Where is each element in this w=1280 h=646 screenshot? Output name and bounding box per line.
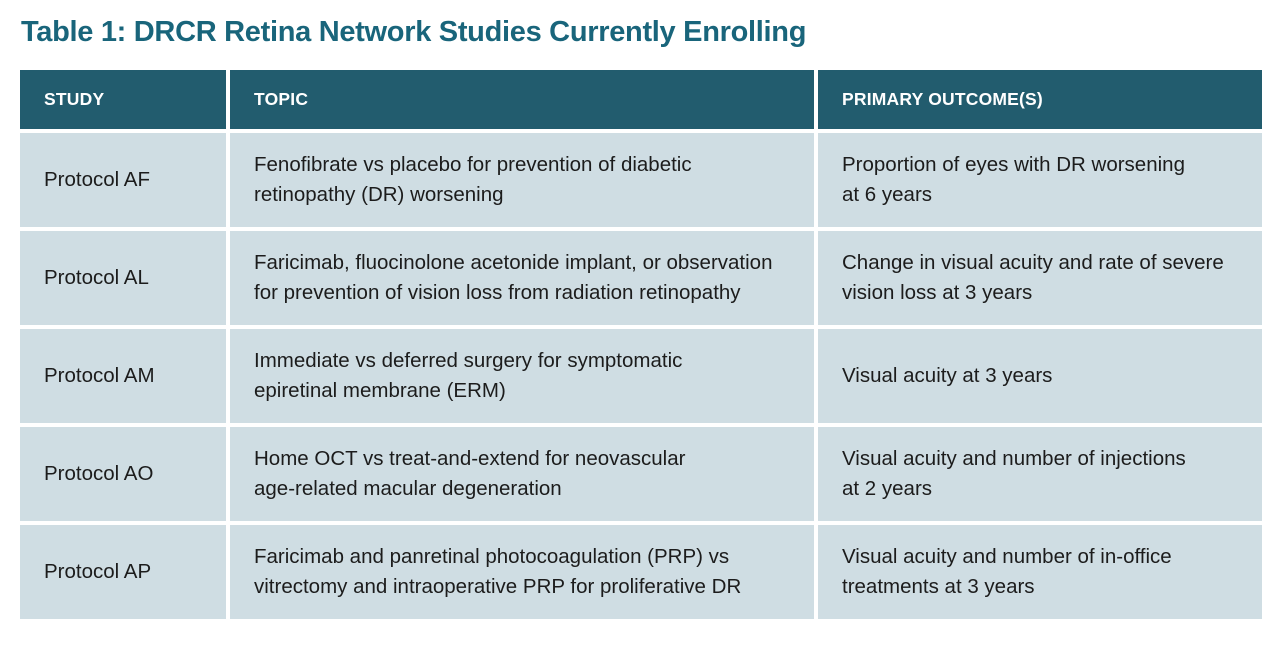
table-title: Table 1: DRCR Retina Network Studies Cur…	[21, 16, 807, 48]
cell-study: Protocol AF	[20, 133, 226, 227]
cell-study: Protocol AM	[20, 329, 226, 423]
cell-topic: Faricimab, fluocinolone acetonide implan…	[230, 231, 814, 325]
cell-topic: Faricimab and panretinal photocoagulatio…	[230, 525, 814, 619]
cell-outcome: Change in visual acuity and rate of seve…	[818, 231, 1262, 325]
cell-outcome: Visual acuity and number of in-office tr…	[818, 525, 1262, 619]
cell-topic: Home OCT vs treat-and-extend for neovasc…	[230, 427, 814, 521]
cell-study: Protocol AL	[20, 231, 226, 325]
cell-outcome: Visual acuity at 3 years	[818, 329, 1262, 423]
cell-topic: Immediate vs deferred surgery for sympto…	[230, 329, 814, 423]
cell-study: Protocol AP	[20, 525, 226, 619]
studies-table: STUDY TOPIC PRIMARY OUTCOME(S) Protocol …	[20, 70, 1262, 619]
column-header-primary-outcomes: PRIMARY OUTCOME(S)	[818, 70, 1262, 129]
column-header-study: STUDY	[20, 70, 226, 129]
cell-outcome: Visual acuity and number of injections a…	[818, 427, 1262, 521]
cell-outcome: Proportion of eyes with DR worsening at …	[818, 133, 1262, 227]
cell-study: Protocol AO	[20, 427, 226, 521]
cell-topic: Fenofibrate vs placebo for prevention of…	[230, 133, 814, 227]
column-header-topic: TOPIC	[230, 70, 814, 129]
